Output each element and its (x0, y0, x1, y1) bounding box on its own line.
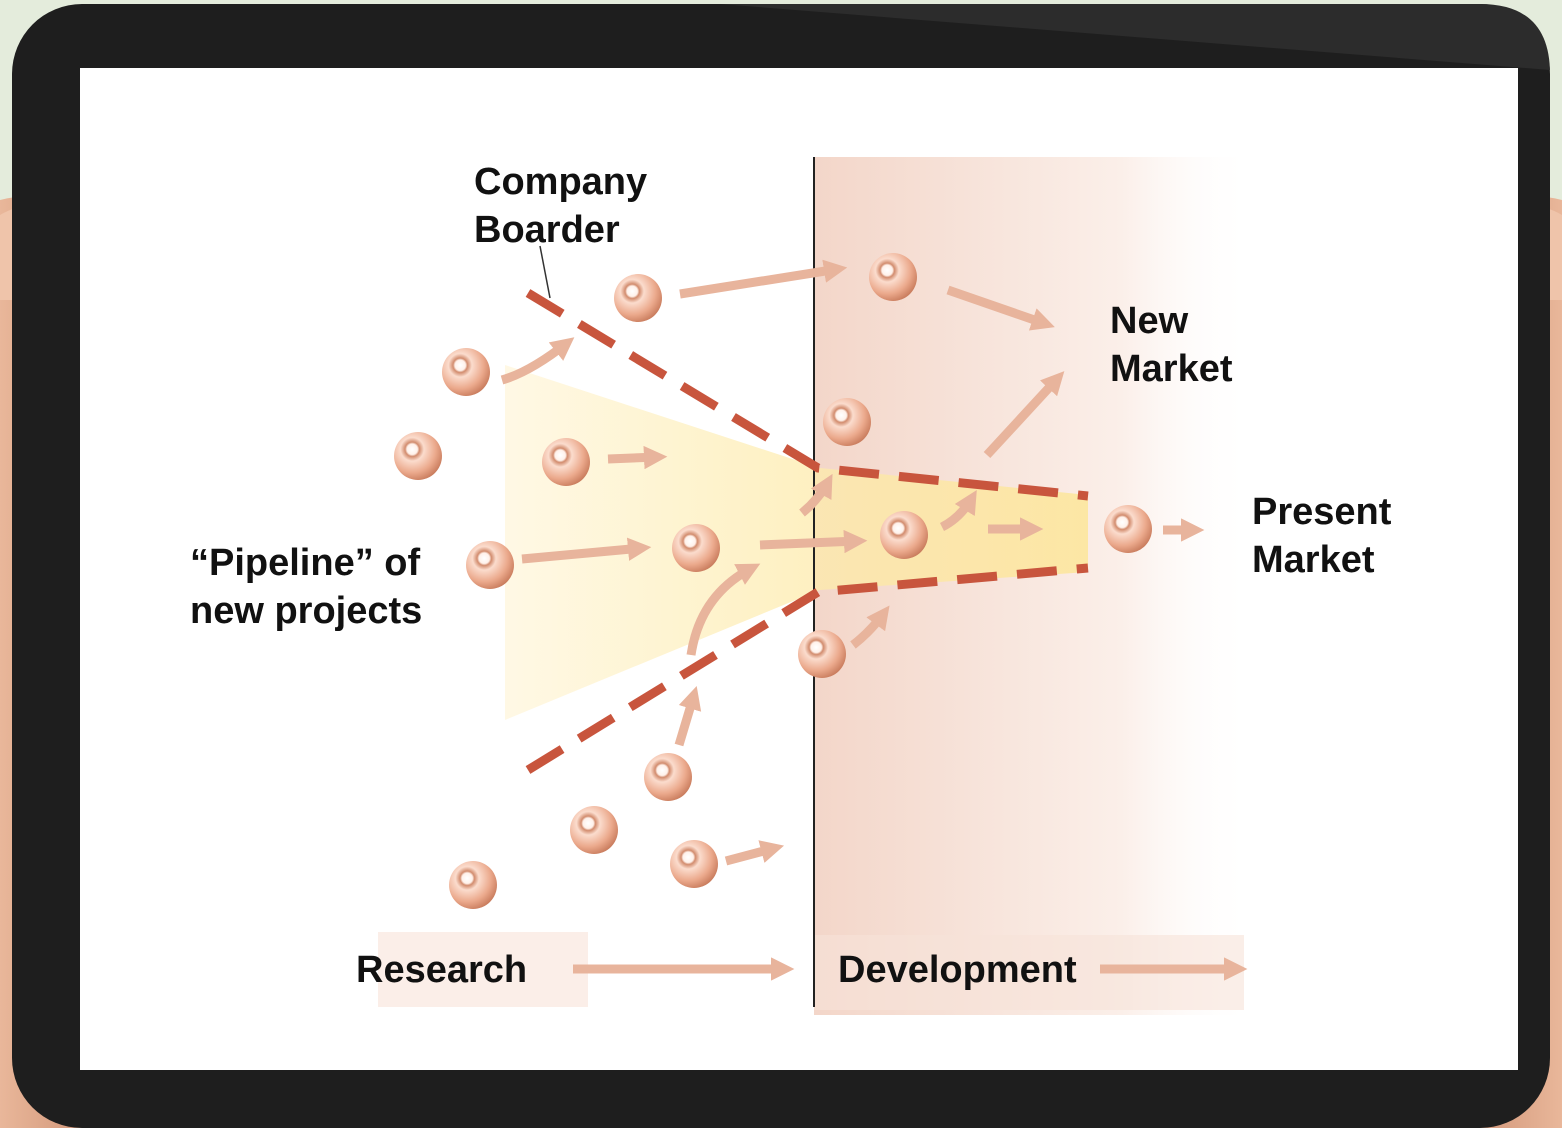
project-arrows (500, 259, 1248, 981)
upper-border-line (525, 289, 1089, 501)
project-sphere (542, 438, 590, 486)
arrow (521, 537, 652, 564)
tablet-glare (720, 4, 1550, 74)
new-market-label-line1: New (1110, 300, 1189, 342)
project-spheres (394, 253, 1152, 909)
project-sphere (880, 511, 928, 559)
arrow (850, 605, 890, 649)
project-sphere (449, 861, 497, 909)
arrow (607, 445, 668, 470)
arrow (759, 529, 868, 554)
project-sphere (394, 432, 442, 480)
research-label-band (378, 932, 588, 1007)
company-border-label-line1: Company (474, 161, 648, 203)
new-market-label-line2: Market (1110, 348, 1233, 390)
company-border (525, 289, 1089, 774)
project-sphere (798, 630, 846, 678)
project-sphere (1104, 505, 1152, 553)
company-border-label: Company Boarder (474, 158, 647, 254)
pipeline-label-line2: new projects (190, 590, 423, 632)
new-market-label: New Market (1110, 297, 1233, 393)
project-sphere (644, 753, 692, 801)
development-label: Development (838, 949, 1077, 991)
arrow (983, 371, 1065, 459)
arrow (679, 259, 848, 299)
pipeline-label: “Pipeline” of new projects (190, 539, 422, 635)
arrow (799, 473, 833, 517)
arrow (939, 489, 977, 532)
arrow (724, 840, 785, 866)
arrow (686, 563, 761, 656)
project-sphere (823, 398, 871, 446)
arrow (946, 285, 1055, 331)
project-sphere (466, 541, 514, 589)
company-border-label-line2: Boarder (474, 209, 620, 251)
project-sphere (869, 253, 917, 301)
arrow (674, 686, 702, 747)
present-market-label-line1: Present (1252, 491, 1392, 533)
company-border-pointer (539, 245, 551, 299)
pipeline-label-line1: “Pipeline” of (190, 542, 421, 584)
project-sphere (442, 348, 490, 396)
research-label: Research (356, 949, 528, 991)
project-sphere (570, 806, 618, 854)
project-sphere (614, 274, 662, 322)
present-market-label: Present Market (1252, 488, 1391, 584)
present-market-label-line2: Market (1252, 539, 1375, 581)
arrow (500, 337, 575, 385)
project-sphere (670, 840, 718, 888)
project-sphere (672, 524, 720, 572)
